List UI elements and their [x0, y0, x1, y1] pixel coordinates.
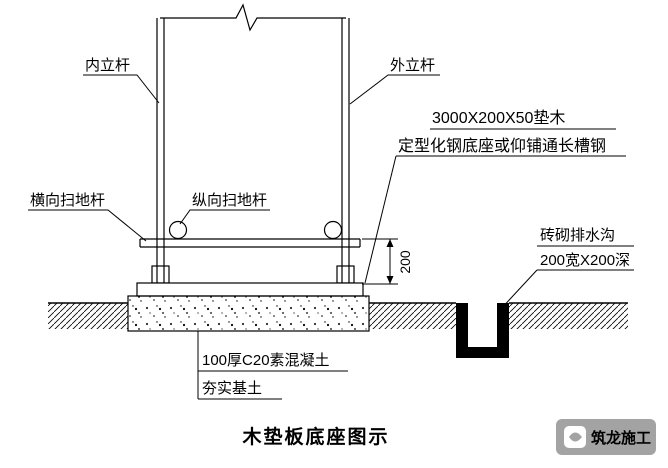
dimension-200: 200	[362, 238, 413, 285]
drain-ditch	[456, 303, 509, 358]
drain-size-label: 200宽X200深	[540, 252, 630, 269]
outer-pole	[341, 18, 350, 283]
timber-pad-label: 3000X200X50垫木	[432, 109, 565, 127]
steel-base-sleeve	[336, 265, 355, 284]
break-line	[160, 3, 346, 32]
concrete-pad	[127, 295, 370, 332]
concrete-label: 100厚C20素混凝土	[202, 352, 330, 369]
watermark-badge: 筑龙施工	[556, 419, 656, 455]
outer-pole-label: 外立杆	[390, 57, 435, 74]
dimension-200-label: 200	[397, 250, 413, 274]
callout-inner-pole: 内立杆	[83, 57, 160, 104]
callout-transverse-rod: 横向扫地杆	[28, 192, 147, 242]
callout-outer-pole: 外立杆	[349, 57, 440, 105]
compacted-soil-label: 夯实基土	[202, 380, 262, 397]
longitudinal-rod-section	[168, 220, 188, 240]
ground-hatch	[48, 303, 628, 329]
inner-pole-label: 内立杆	[85, 57, 130, 74]
longitudinal-rod-label: 纵向扫地杆	[192, 192, 267, 209]
steel-base-label: 定型化钢底座或仰铺通长槽钢	[398, 137, 606, 155]
brick-drain-label: 砖砌排水沟	[540, 227, 615, 244]
zhulong-logo-glyph	[569, 432, 582, 442]
drawing-title: 木垫板底座图示	[241, 425, 389, 448]
callout-longitudinal-rod: 纵向扫地杆	[179, 192, 270, 225]
timber-pad	[136, 282, 364, 297]
transverse-rod-label: 横向扫地杆	[30, 192, 105, 209]
transverse-rod-rail	[139, 238, 361, 248]
callout-concrete-soil: 100厚C20素混凝土 夯实基土	[197, 331, 348, 400]
watermark-text: 筑龙施工	[590, 429, 651, 447]
inner-pole	[156, 18, 165, 283]
steel-base-sleeve	[151, 265, 170, 284]
callout-drain-ditch: 砖砌排水沟 200宽X200深	[498, 227, 634, 312]
callout-timber-steel-base: 3000X200X50垫木 定型化钢底座或仰铺通长槽钢	[364, 109, 626, 284]
longitudinal-rod-section	[323, 220, 343, 240]
